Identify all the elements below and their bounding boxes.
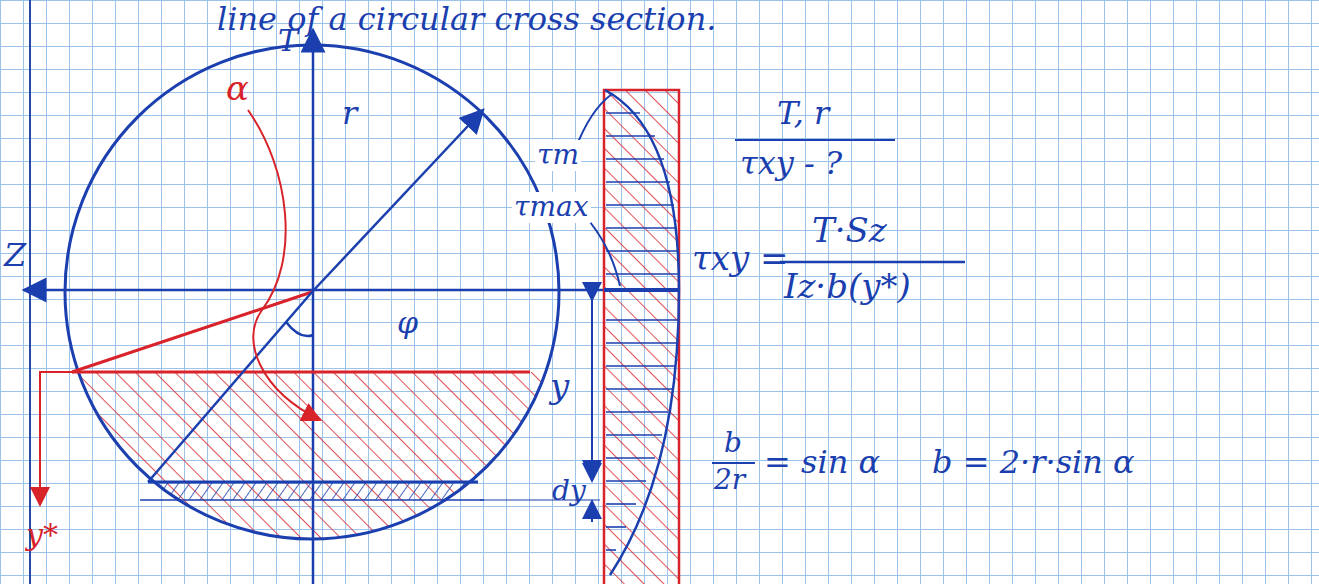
formula-text: τxy = bbox=[690, 240, 791, 277]
formula-numerator: b bbox=[722, 428, 744, 459]
angle-label: φ bbox=[395, 306, 420, 339]
formula-text: = sin α bbox=[762, 445, 882, 480]
formula-numerator: T·Sz bbox=[810, 212, 889, 249]
dimension-label: dy bbox=[550, 476, 588, 507]
formula-text: b = 2·r·sin α bbox=[930, 445, 1137, 480]
stress-label: τmax bbox=[512, 192, 591, 223]
stress-label: τm bbox=[535, 140, 581, 171]
axis-label: Z bbox=[2, 238, 28, 273]
formula-text: T, r bbox=[775, 96, 831, 131]
dimension-label: y bbox=[548, 368, 571, 405]
radius-label: r bbox=[340, 96, 359, 131]
coordinate-label: y* bbox=[24, 518, 60, 551]
formula-denominator: Iz·b(y*) bbox=[782, 268, 913, 305]
formula-text: τxy - ? bbox=[738, 146, 844, 181]
axis-label: T bbox=[276, 24, 300, 57]
formula-denominator: 2r bbox=[712, 465, 747, 496]
angle-label: α bbox=[224, 70, 251, 107]
